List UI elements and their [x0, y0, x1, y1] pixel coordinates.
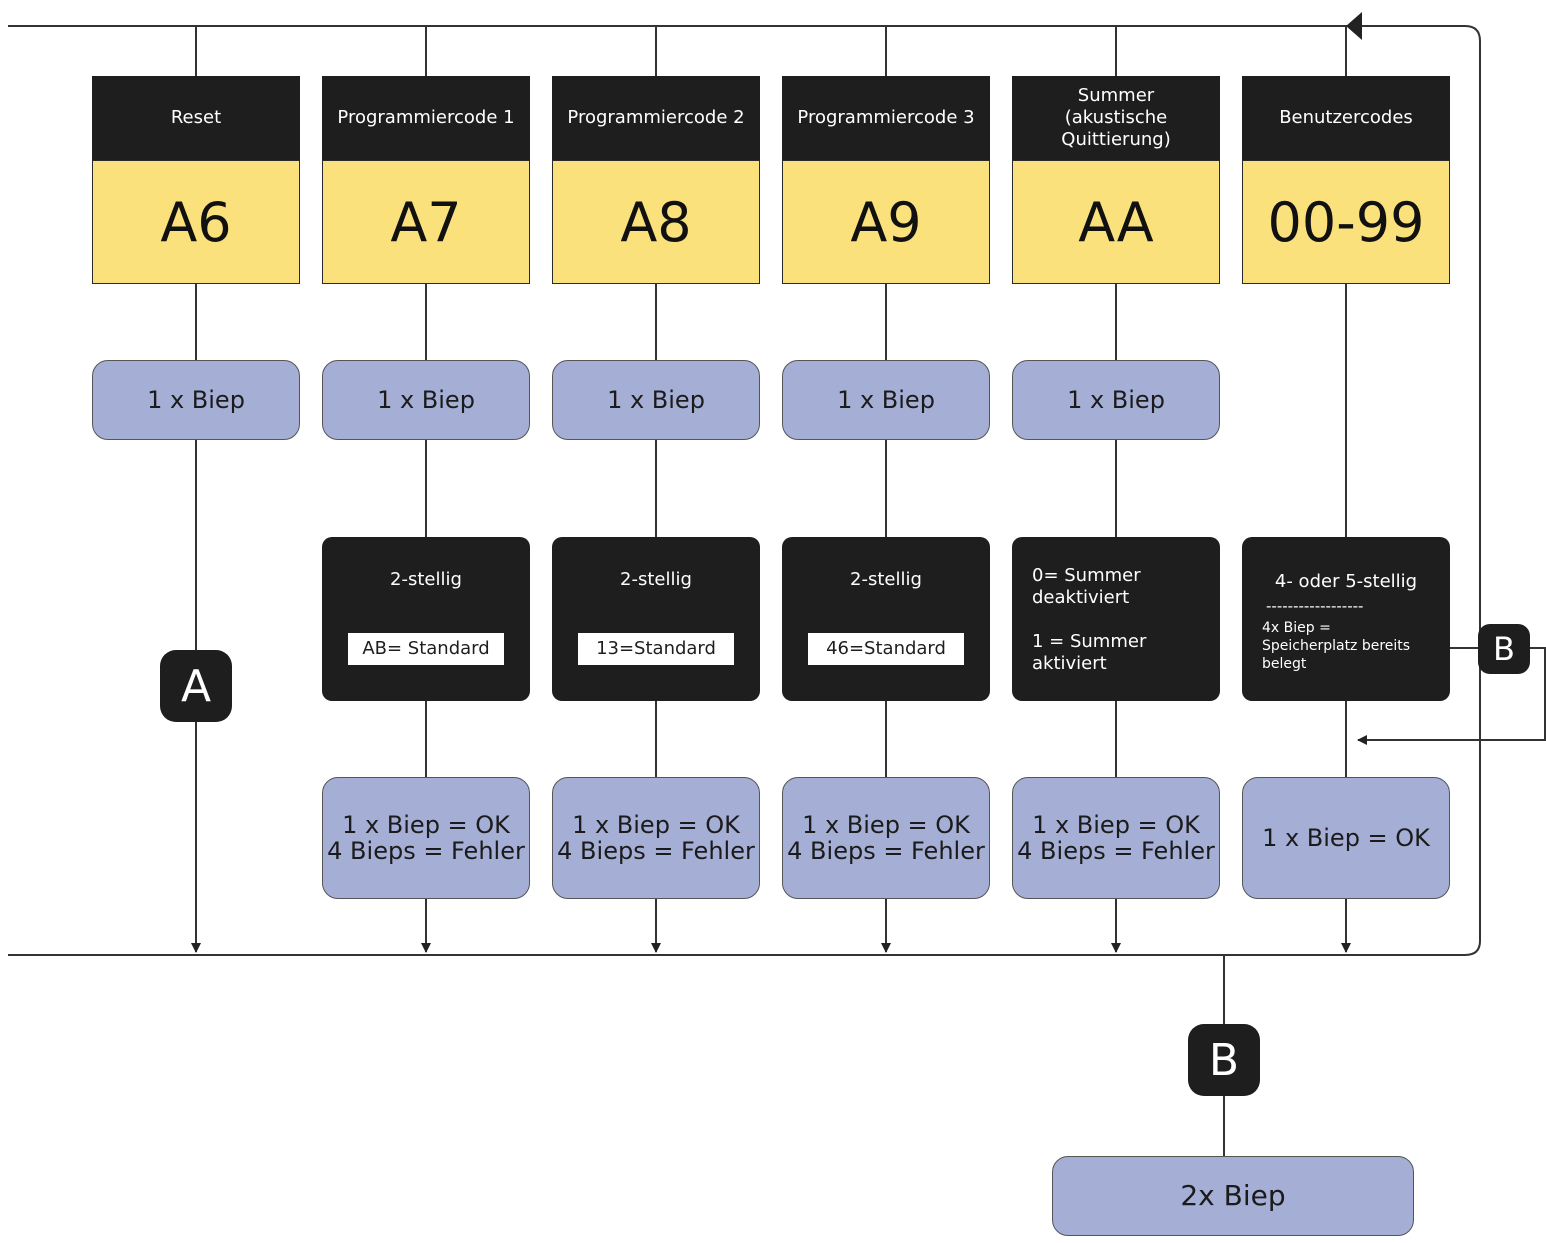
result-ok: 1 x Biep = OK [1032, 811, 1200, 839]
result-ok: 1 x Biep = OK [342, 811, 510, 839]
format-box: 2-stellig 46=Standard [782, 537, 990, 701]
divider: ------------------ [1266, 597, 1364, 615]
result-error: 4 Bieps = Fehler [327, 837, 525, 865]
beep-box: 1 x Biep [1012, 360, 1220, 440]
beep-box: 1 x Biep [782, 360, 990, 440]
beep-box: 1 x Biep [552, 360, 760, 440]
connector-b-side: B [1478, 624, 1530, 674]
result-error: 4 Bieps = Fehler [1017, 837, 1215, 865]
header-label: Programmiercode 1 [337, 107, 515, 128]
standard-value: 46=Standard [808, 633, 964, 665]
header-label: (akustische [1064, 107, 1168, 128]
format-label: 4- oder 5-stellig [1274, 571, 1418, 592]
format-box: 2-stellig AB= Standard [322, 537, 530, 701]
result-ok: 1 x Biep = OK [802, 811, 970, 839]
occupied-note: 4x Biep = Speicherplatz bereits belegt [1262, 619, 1442, 673]
summer-options-box: 0= Summer deaktiviert 1 = Summer aktivie… [1012, 537, 1220, 701]
code-aa: AA [1012, 160, 1220, 284]
final-beep-box: 2x Biep [1052, 1156, 1414, 1236]
result-ok: 1 x Biep = OK [572, 811, 740, 839]
connector-b-bottom: B [1188, 1024, 1260, 1096]
header-programmiercode-2: Programmiercode 2 [552, 76, 760, 160]
code-a9: A9 [782, 160, 990, 284]
header-label: Quittierung) [1061, 129, 1171, 150]
header-label: Programmiercode 2 [567, 107, 745, 128]
user-code-format-box: 4- oder 5-stellig ------------------ 4x … [1242, 537, 1450, 701]
option-activated: 1 = Summer aktiviert [1032, 631, 1202, 675]
option-text: deaktiviert [1032, 587, 1130, 608]
header-benutzercodes: Benutzercodes [1242, 76, 1450, 160]
standard-value: 13=Standard [578, 633, 734, 665]
beep-box: 1 x Biep [322, 360, 530, 440]
code-a8: A8 [552, 160, 760, 284]
result-box: 1 x Biep = OK 4 Bieps = Fehler [1012, 777, 1220, 899]
result-box: 1 x Biep = OK 4 Bieps = Fehler [322, 777, 530, 899]
connector-a: A [160, 650, 232, 722]
header-label: Programmiercode 3 [797, 107, 975, 128]
code-a7: A7 [322, 160, 530, 284]
format-label: 2-stellig [620, 569, 692, 590]
note-text: 4x Biep = [1262, 620, 1331, 636]
header-summer: Summer (akustische Quittierung) [1012, 76, 1220, 160]
result-error: 4 Bieps = Fehler [787, 837, 985, 865]
code-00-99: 00-99 [1242, 160, 1450, 284]
header-label: Benutzercodes [1279, 107, 1413, 128]
header-reset: Reset [92, 76, 300, 160]
format-label: 2-stellig [390, 569, 462, 590]
note-text: belegt [1262, 656, 1307, 672]
result-error: 4 Bieps = Fehler [557, 837, 755, 865]
option-text: 0= Summer [1032, 565, 1141, 586]
code-a6: A6 [92, 160, 300, 284]
format-label: 2-stellig [850, 569, 922, 590]
option-text: 1 = Summer [1032, 631, 1147, 652]
option-text: aktiviert [1032, 653, 1107, 674]
header-label: Summer [1077, 85, 1155, 106]
header-programmiercode-1: Programmiercode 1 [322, 76, 530, 160]
header-programmiercode-3: Programmiercode 3 [782, 76, 990, 160]
result-box: 1 x Biep = OK [1242, 777, 1450, 899]
format-box: 2-stellig 13=Standard [552, 537, 760, 701]
result-box: 1 x Biep = OK 4 Bieps = Fehler [552, 777, 760, 899]
option-deactivated: 0= Summer deaktiviert [1032, 565, 1202, 609]
result-box: 1 x Biep = OK 4 Bieps = Fehler [782, 777, 990, 899]
standard-value: AB= Standard [348, 633, 504, 665]
note-text: Speicherplatz bereits [1262, 638, 1411, 654]
beep-box: 1 x Biep [92, 360, 300, 440]
header-label: Reset [170, 107, 222, 128]
